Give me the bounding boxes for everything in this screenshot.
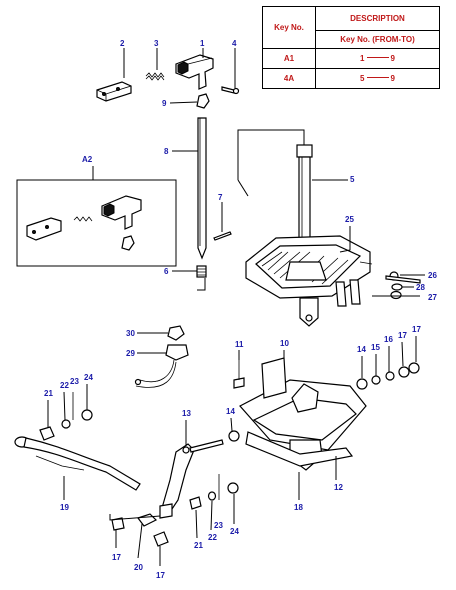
callout-15: 15	[371, 343, 380, 352]
callout-17-right-a: 17	[398, 331, 407, 340]
washer-part-28	[391, 283, 403, 291]
bracket-outline	[237, 129, 305, 197]
knob-insert-part-2	[96, 81, 132, 102]
callout-29: 29	[126, 349, 135, 358]
lever-housing-part-25	[245, 235, 373, 327]
callout-30: 30	[126, 329, 135, 338]
bushing-part-14	[228, 430, 240, 442]
callout-5: 5	[350, 175, 355, 184]
callout-22-lower: 22	[208, 533, 217, 542]
washers-left	[39, 392, 93, 441]
callout-2: 2	[120, 39, 125, 48]
key-no-header: Key No.	[262, 6, 316, 49]
rod-part-19	[14, 436, 141, 491]
pin-part-7	[213, 231, 232, 241]
callout-6: 6	[164, 267, 169, 276]
bolt-part-26	[385, 271, 421, 284]
callout-7: 7	[218, 193, 223, 202]
callout-24-left: 24	[84, 373, 93, 382]
row-4a-to: 9	[390, 74, 395, 84]
callout-17-right-b: 17	[412, 325, 421, 334]
key-table: Key No. DESCRIPTION Key No. (FROM-TO) A1…	[262, 6, 440, 89]
nuts-right	[356, 362, 420, 390]
callout-14-right: 14	[357, 345, 366, 354]
screw-part-4	[221, 86, 240, 95]
row-4a-from: 5	[360, 74, 365, 84]
callout-23-left: 23	[70, 377, 79, 386]
switch-part-29	[134, 344, 189, 388]
arrow-icon	[366, 57, 389, 59]
callout-13: 13	[182, 409, 191, 418]
callout-9: 9	[162, 99, 167, 108]
callout-8: 8	[164, 147, 169, 156]
spring-part-3	[145, 72, 165, 81]
callout-a2: A2	[82, 155, 93, 164]
row-4a-key: 4A	[262, 68, 316, 89]
callout-21-left: 21	[44, 389, 53, 398]
callout-27: 27	[428, 293, 437, 302]
callout-23-lower: 23	[214, 521, 223, 530]
callout-1: 1	[200, 39, 205, 48]
row-a1-to: 9	[390, 54, 395, 64]
callout-4: 4	[232, 39, 237, 48]
callout-17-lower-b: 17	[156, 571, 165, 580]
shift-lever-part-5	[296, 144, 313, 263]
callout-21-lower: 21	[194, 541, 203, 550]
bolt-part-11	[233, 360, 245, 389]
callout-11: 11	[235, 340, 244, 349]
callout-24-lower: 24	[230, 527, 239, 536]
callout-22-left: 22	[60, 381, 69, 390]
row-a1-from: 1	[360, 54, 365, 64]
callout-16: 16	[384, 335, 393, 344]
callout-20: 20	[134, 563, 143, 572]
plate-part-10	[261, 357, 287, 399]
callout-18: 18	[294, 503, 303, 512]
lever-part-13	[159, 439, 224, 519]
callout-14-mid: 14	[226, 407, 235, 416]
callout-10: 10	[280, 339, 289, 348]
callout-17-lower-a: 17	[112, 553, 121, 562]
base-part-12	[239, 379, 367, 471]
inset-box-a2	[16, 166, 177, 267]
parts-21-24-lower	[189, 474, 239, 510]
arrow-icon	[366, 77, 389, 79]
callout-12: 12	[334, 483, 343, 492]
shift-rod-part-8	[197, 117, 207, 260]
callout-3: 3	[154, 39, 159, 48]
shift-knob-part-1	[175, 54, 214, 90]
leader-rod	[197, 278, 206, 291]
leader-lines	[47, 48, 425, 566]
spring-part-6	[196, 265, 207, 278]
callout-28: 28	[416, 283, 425, 292]
callout-25: 25	[345, 215, 354, 224]
button-part-9	[196, 93, 210, 109]
callout-19: 19	[60, 503, 69, 512]
cap-part-30	[167, 325, 185, 341]
nut-part-27	[390, 290, 402, 300]
callout-26: 26	[428, 271, 437, 280]
